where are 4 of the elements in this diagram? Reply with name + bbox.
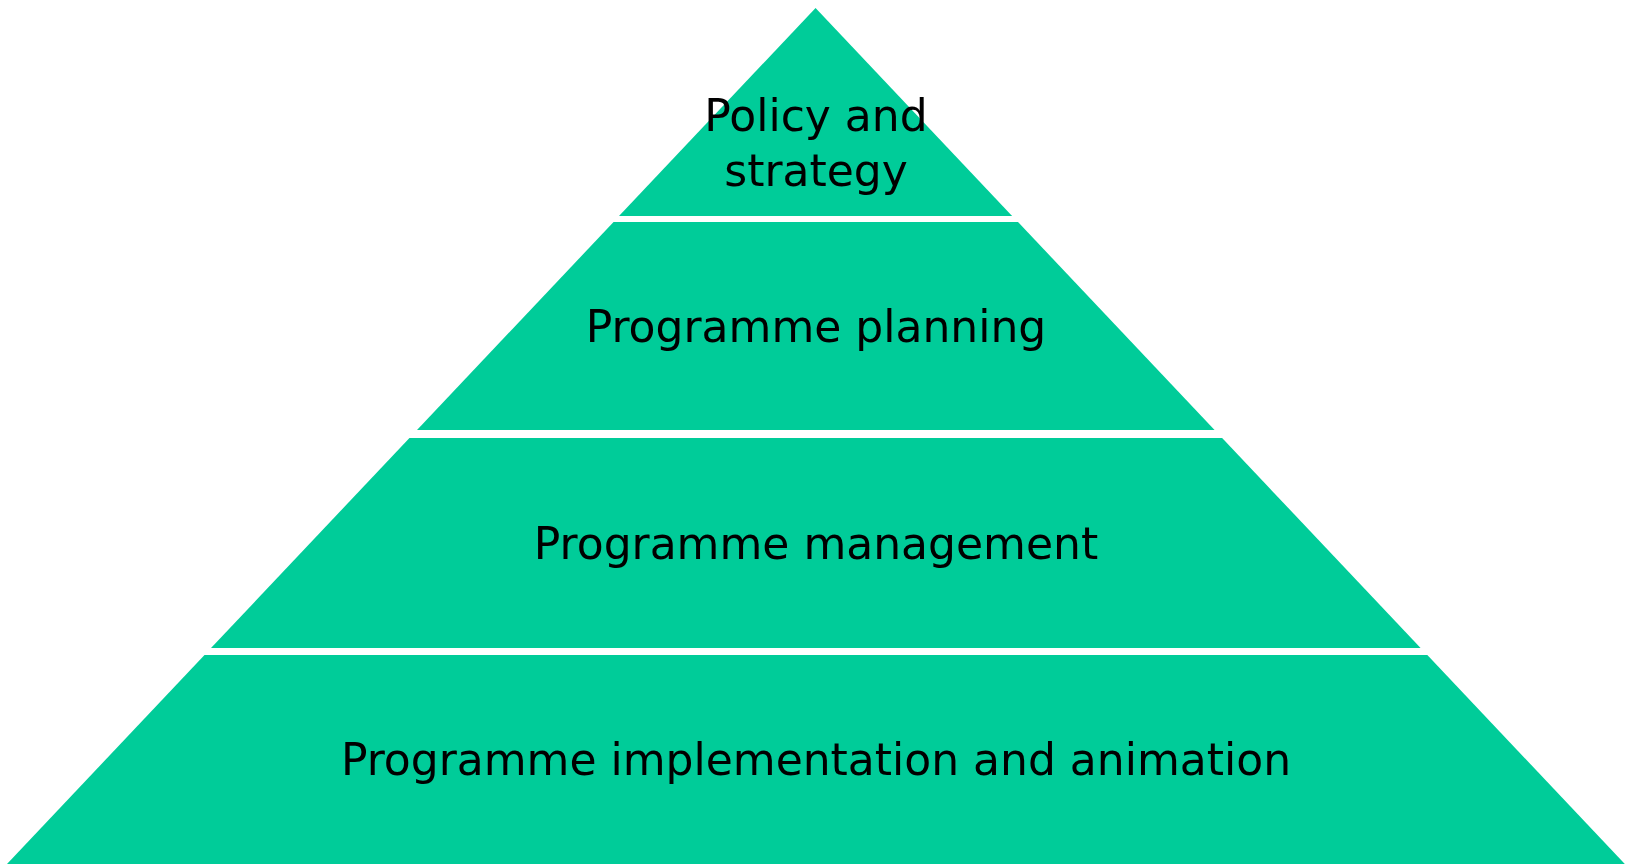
- tier-label: Programme management: [533, 516, 1099, 571]
- tier-label: Programme planning: [585, 299, 1047, 354]
- tier-label: Policy and strategy: [703, 89, 929, 199]
- tier-label: Programme implementation and animation: [340, 733, 1292, 787]
